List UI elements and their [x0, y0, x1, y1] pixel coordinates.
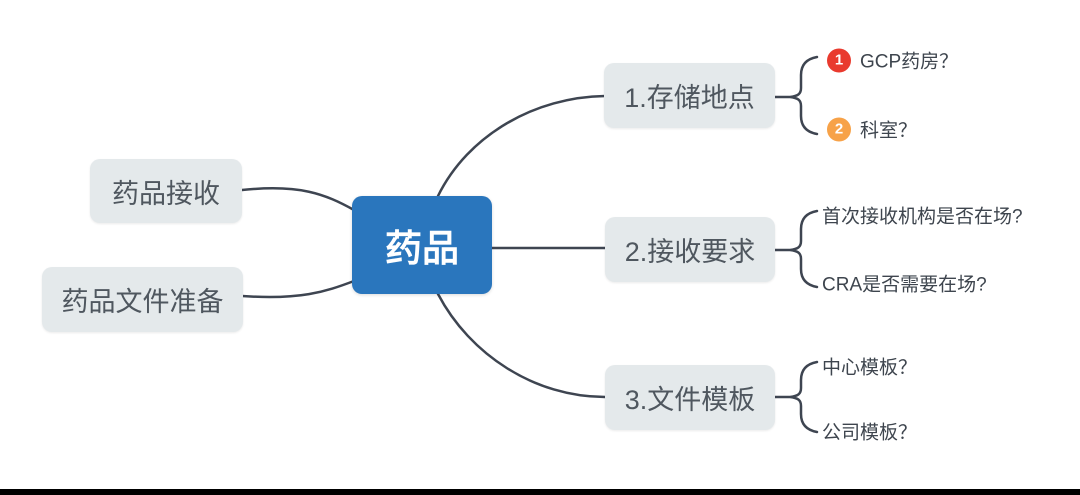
branch-node-document-templates[interactable]: 3.文件模板: [605, 365, 775, 430]
bottom-edge-bar: [0, 489, 1080, 495]
leaf-label: GCP药房？: [860, 51, 959, 73]
leaf-label: CRA是否需要在场?: [822, 274, 987, 296]
leaf-company-template[interactable]: 公司模板？: [822, 418, 917, 445]
leaf-gcp-pharmacy[interactable]: 1 GCP药房？: [827, 47, 958, 74]
priority-2-badge-icon: 2: [827, 117, 851, 141]
branch-label: 1.存储地点: [624, 83, 755, 113]
priority-1-badge-icon: 1: [827, 48, 851, 72]
leaf-first-receive-onsite[interactable]: 首次接收机构是否在场?: [822, 202, 1023, 229]
brace-right1: [773, 55, 819, 136]
branch-node-yaopin-wenjian-zhunbei[interactable]: 药品文件准备: [42, 267, 243, 332]
connector-root-right1: [436, 94, 607, 198]
connector-left2-root: [240, 279, 356, 299]
brace-right3: [773, 360, 819, 434]
leaf-label: 中心模板？: [822, 357, 918, 379]
brace-right2: [773, 209, 819, 289]
leaf-label: 首次接收机构是否在场?: [822, 206, 1023, 228]
branch-label: 药品文件准备: [61, 287, 224, 317]
connector-left1-root: [240, 187, 356, 212]
connector-root-right3: [436, 292, 607, 399]
branch-label: 3.文件模板: [624, 385, 756, 415]
branch-node-yaopin-jieshou[interactable]: 药品接收: [90, 159, 242, 223]
leaf-cra-onsite[interactable]: CRA是否需要在场?: [822, 270, 987, 297]
leaf-center-template[interactable]: 中心模板？: [822, 353, 917, 380]
root-topic-label: 药品: [385, 228, 459, 269]
root-topic-node[interactable]: 药品: [352, 196, 492, 294]
leaf-label: 公司模板？: [822, 422, 918, 444]
leaf-department[interactable]: 2 科室？: [827, 116, 917, 143]
branch-node-storage-location[interactable]: 1.存储地点: [604, 63, 775, 128]
branch-label: 2.接收要求: [624, 237, 756, 267]
branch-label: 药品接收: [112, 178, 220, 209]
branch-node-receiving-requirements[interactable]: 2.接收要求: [605, 217, 775, 282]
leaf-label: 科室？: [860, 120, 918, 142]
